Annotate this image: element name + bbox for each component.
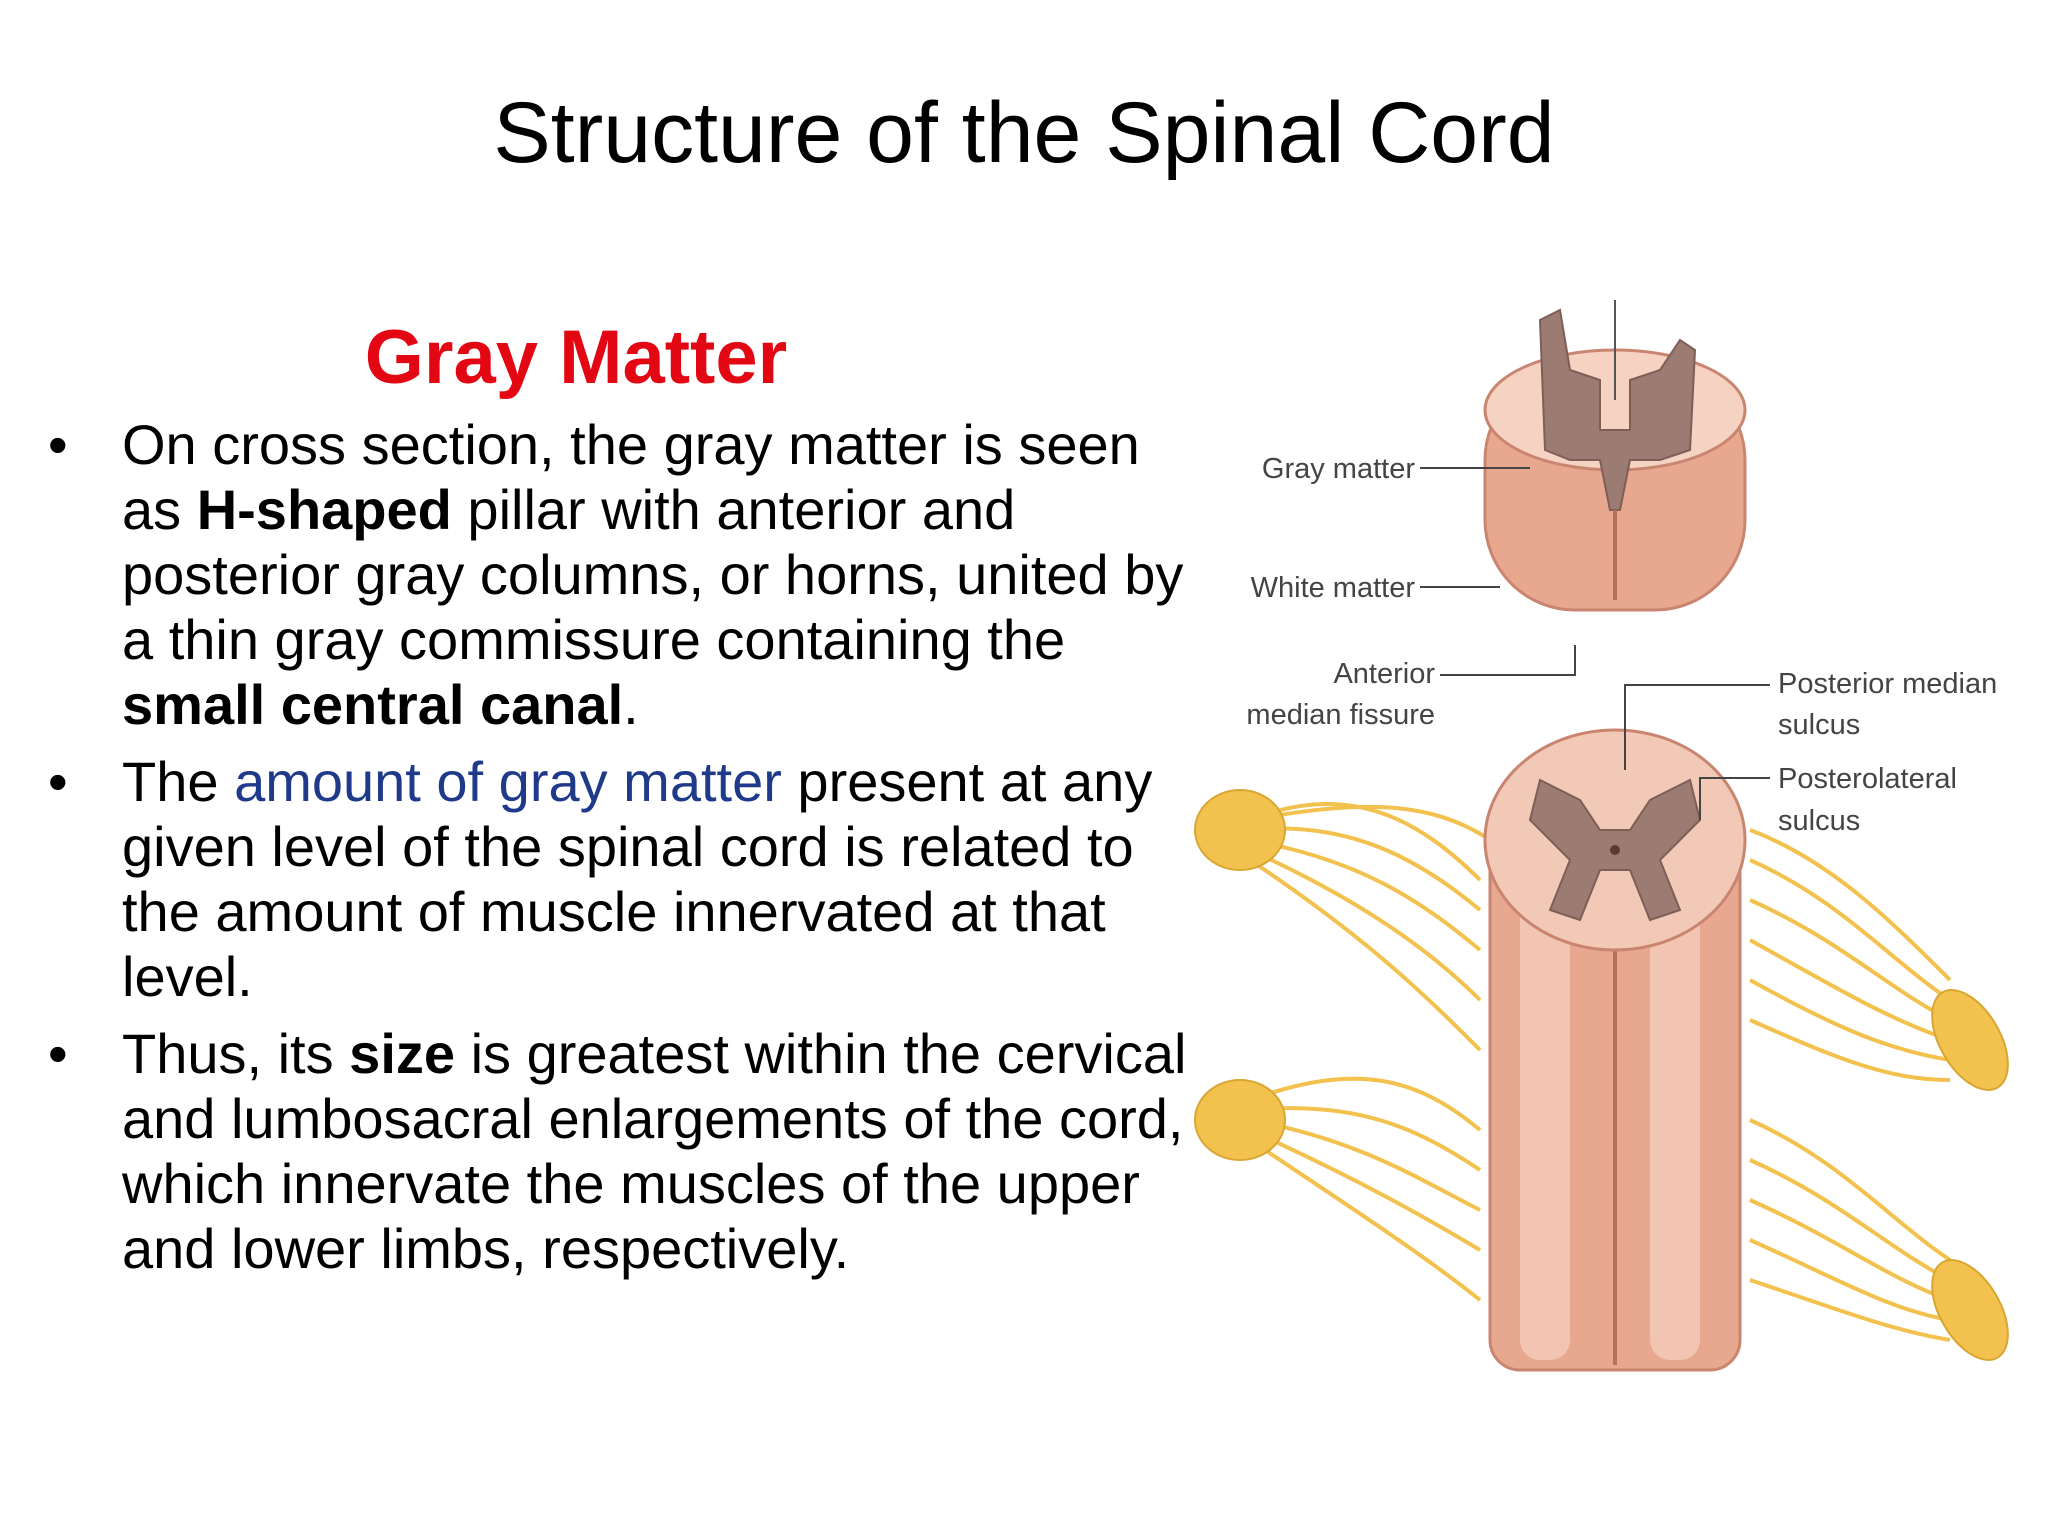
bullet-marker: • — [48, 750, 68, 813]
label-posterolateral-line2: sulcus — [1778, 805, 1860, 837]
bullet-text: Thus, its — [122, 1022, 350, 1085]
bold-term: small central canal — [122, 673, 624, 736]
nerve-roots — [1248, 801, 1952, 1342]
bold-term: H-shaped — [196, 478, 452, 541]
bullet-text: On cross section, the gray matter is see… — [122, 413, 1140, 541]
bullet-text: is greatest within the cervical and lumb… — [122, 1022, 1187, 1280]
bullet-marker: • — [48, 413, 68, 476]
leader-lines — [1420, 467, 1770, 820]
bullet-text: present at any given level of the spinal… — [122, 750, 1153, 1008]
cord-cross-section — [1483, 300, 1747, 612]
bullet-item: • The amount of gray matter present at a… — [48, 749, 1198, 1009]
bullet-text: . — [623, 673, 639, 736]
label-white-matter: White matter — [1251, 572, 1416, 604]
bullet-item: • On cross section, the gray matter is s… — [48, 412, 1198, 737]
bullet-item: • Thus, its size is greatest within the … — [48, 1021, 1198, 1281]
bold-term: size — [349, 1022, 456, 1085]
label-anterior-line1: Anterior — [1333, 658, 1435, 690]
label-posterior-median-line1: Posterior median — [1778, 668, 1997, 700]
section-subtitle: Gray Matter — [364, 315, 788, 400]
spinal-cord-illustration: Gray matter White matter Anterior median… — [1194, 300, 2009, 1372]
bullet-list: • On cross section, the gray matter is s… — [48, 412, 1198, 1293]
label-anterior-line2: median fissure — [1246, 699, 1435, 731]
bullet-text: The — [122, 750, 235, 813]
bullet-text: pillar with anterior and posterior gray … — [122, 478, 1184, 671]
slide-title: Structure of the Spinal Cord — [493, 85, 1555, 181]
label-posterior-median-line2: sulcus — [1778, 709, 1860, 741]
spinal-cord-column — [1483, 728, 1747, 1372]
bullet-marker: • — [48, 1022, 68, 1085]
label-posterolateral-line1: Posterolateral — [1778, 763, 1957, 795]
highlighted-term: amount of gray matter — [234, 750, 782, 813]
spinal-nerves — [1194, 789, 2009, 1361]
label-gray-matter: Gray matter — [1262, 453, 1415, 485]
